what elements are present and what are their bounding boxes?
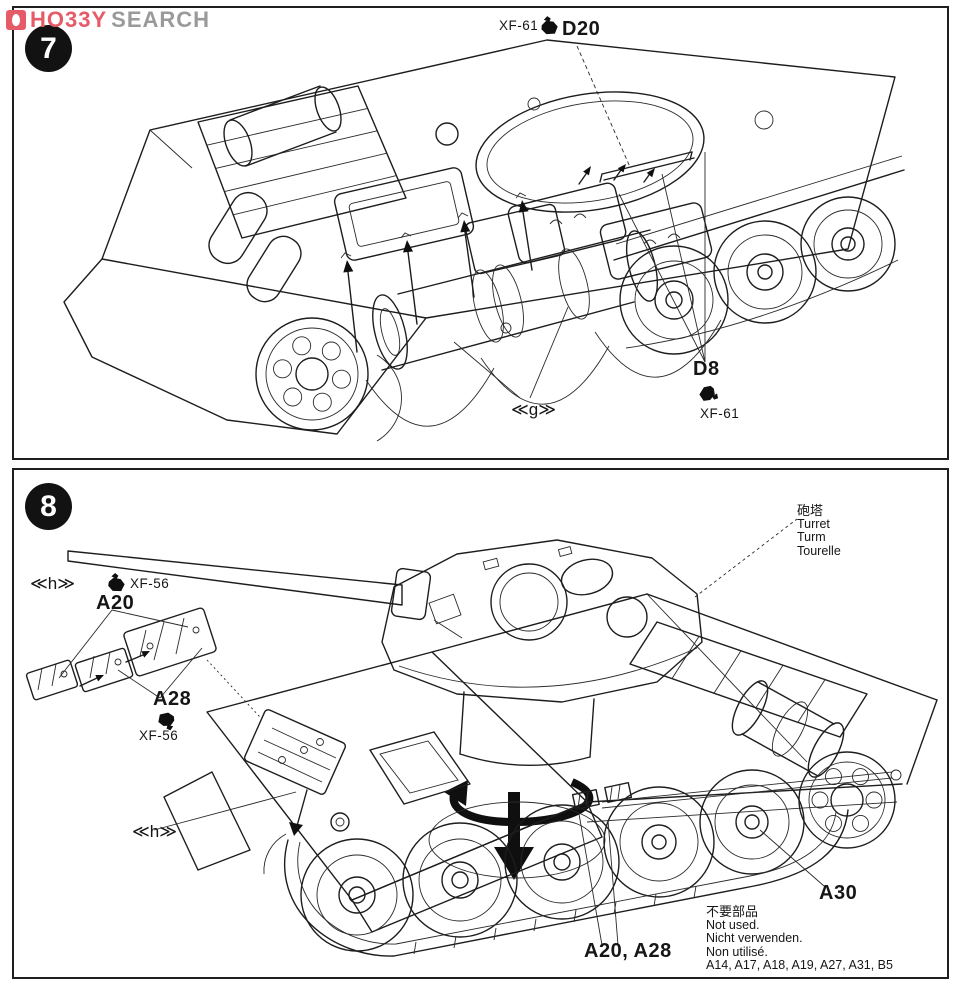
- not-used-fr: Non utilisé.: [706, 944, 768, 959]
- step7-part-label-d8: D8: [693, 358, 720, 380]
- step7-badge: 7: [25, 25, 72, 72]
- step8-group-label-h-top: ≪h≫: [30, 574, 76, 593]
- not-used-en: Not used.: [706, 917, 760, 932]
- step7-illustration: [63, 39, 905, 442]
- step8-illustration: [25, 518, 938, 957]
- step8-paint-label-a28: XF-56: [139, 728, 179, 743]
- turret-label-ja: 砲塔: [797, 503, 824, 518]
- not-used-parts: A14, A17, A18, A19, A27, A31, B5: [706, 958, 893, 972]
- hobbysearch-flame-icon: [6, 10, 26, 30]
- step8-paint-label-a20: XF-56: [130, 576, 170, 591]
- step8-part-label-a30: A30: [819, 882, 858, 904]
- step7-part-label-top: D20: [562, 18, 601, 40]
- not-used-callout: 不要部品 Not used. Nicht verwenden. Non util…: [706, 905, 893, 973]
- step7-paint-label-top: XF-61: [499, 18, 539, 33]
- step7-panel: 7: [12, 6, 949, 460]
- step8-group-label-h-glacis: ≪h≫: [132, 822, 178, 841]
- turret-label-fr: Tourelle: [797, 543, 841, 558]
- not-used-de: Nicht verwenden.: [706, 931, 803, 945]
- turret-label-de: Turm: [797, 530, 826, 544]
- step7-group-label-g: ≪g≫: [511, 400, 557, 419]
- step8-panel: 8: [12, 468, 949, 979]
- turret-label-en: Turret: [797, 516, 830, 531]
- turret-callout: 砲塔 Turret Turm Tourelle: [797, 504, 841, 558]
- paint-pot-icon: [699, 385, 719, 401]
- step8-part-label-a20: A20: [96, 592, 135, 614]
- paint-pot-icon: [541, 16, 558, 35]
- paint-pot-icon: [108, 573, 125, 592]
- not-used-ja: 不要部品: [706, 904, 759, 919]
- paint-pot-icon: [158, 712, 175, 731]
- step8-part-label-a20-a28: A20, A28: [584, 940, 672, 962]
- step7-paint-label-d8: XF-61: [700, 406, 740, 421]
- step8-badge: 8: [25, 483, 72, 530]
- watermark-brand: HO33Y: [30, 7, 108, 32]
- watermark-suffix: SEARCH: [111, 7, 211, 32]
- hobbysearch-watermark: HO33Y SEARCH: [6, 7, 210, 33]
- step8-part-label-a28: A28: [153, 688, 192, 710]
